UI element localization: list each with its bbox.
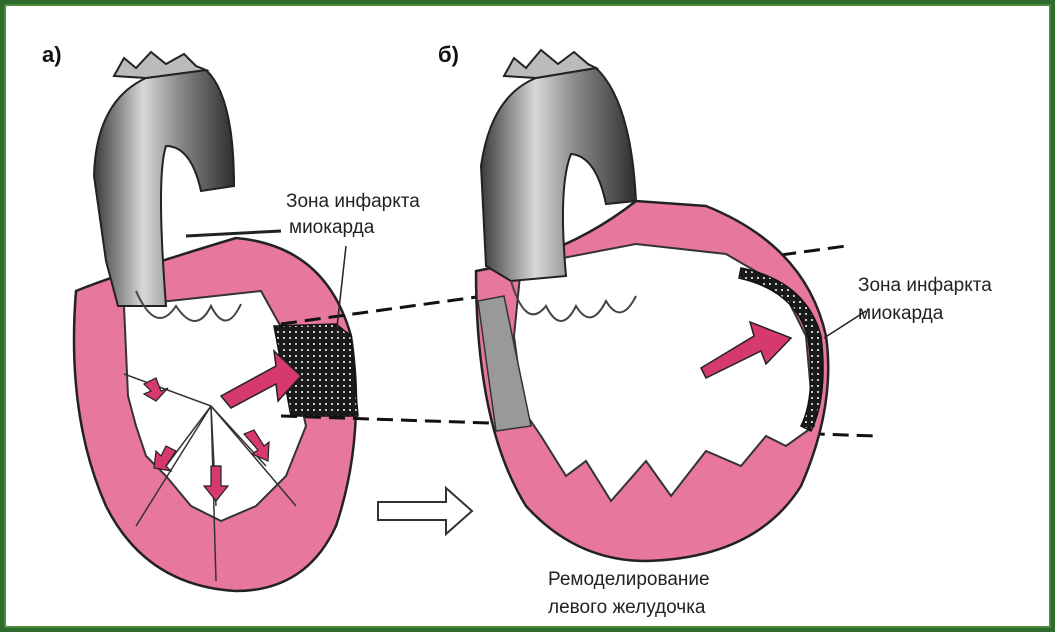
transition-arrow xyxy=(378,488,472,534)
label-infarct-a-line2: миокарда xyxy=(289,216,374,240)
label-infarct-b-line1: Зона инфаркта xyxy=(858,274,992,298)
heart-a xyxy=(74,52,358,591)
diagram-frame: а) б) Зона инфаркта миокарда Зона инфарк… xyxy=(4,4,1051,628)
label-infarct-b-line2: миокарда xyxy=(858,302,943,326)
heart-a-vessel-line xyxy=(186,231,281,236)
label-infarct-a-line1: Зона инфаркта xyxy=(286,190,420,214)
panel-label-b: б) xyxy=(438,42,459,68)
heart-b xyxy=(476,50,828,561)
label-remodel-line2: левого желудочка xyxy=(548,596,706,620)
label-remodel-line1: Ремоделирование xyxy=(548,568,710,592)
panel-label-a: а) xyxy=(42,42,62,68)
